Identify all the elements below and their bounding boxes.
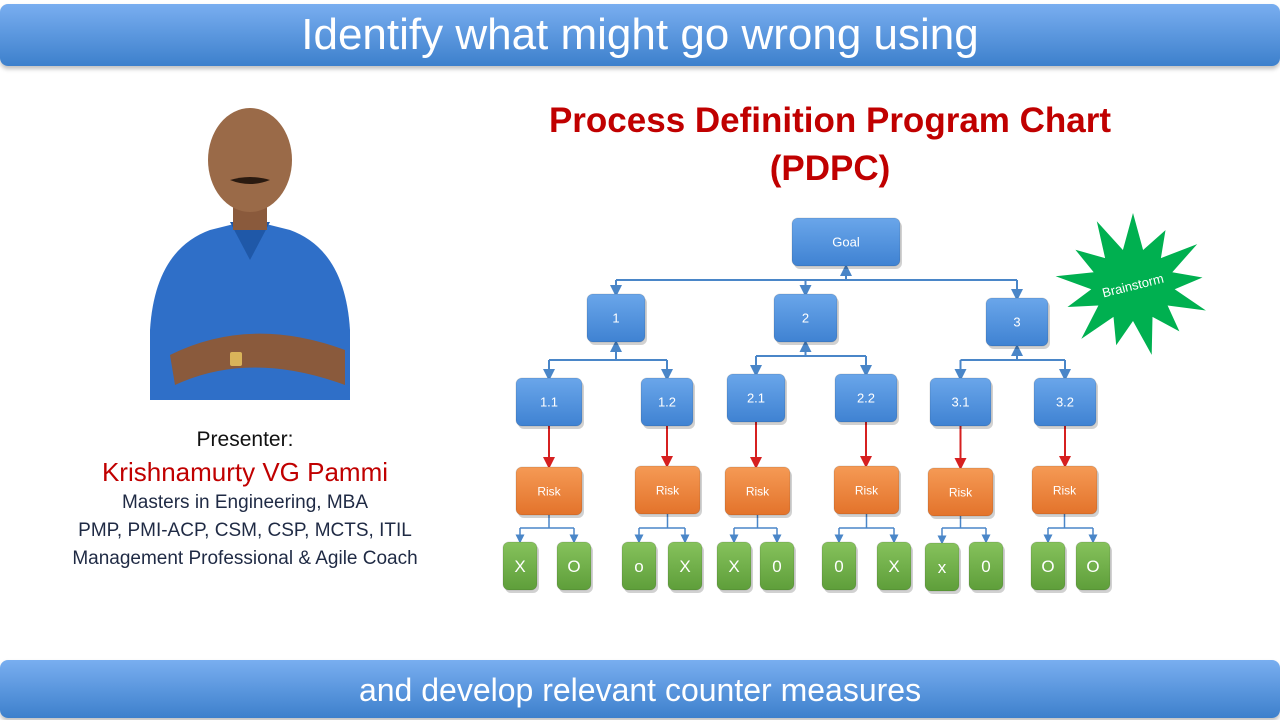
presenter-certifications: PMP, PMI-ACP, CSM, CSP, MCTS, ITIL (78, 520, 412, 541)
risk-node-5: Risk (1031, 465, 1099, 517)
risk-node-2: Risk (724, 466, 792, 518)
watch-icon (230, 352, 242, 366)
level1-node-1: 1 (586, 293, 647, 345)
outcome-node-3-0-label: 0 (834, 557, 843, 576)
goal-node: Goal (791, 217, 902, 269)
collar (230, 222, 270, 260)
level2-node-5: 3.2 (1033, 377, 1098, 429)
level1-node-1-label: 1 (612, 311, 619, 326)
outcome-node-2-0: X (716, 541, 753, 593)
outcome-node-5-1: O (1075, 541, 1112, 593)
level2-node-3: 2.2 (834, 373, 899, 425)
outcome-node-0-1: O (556, 541, 593, 593)
outcome-node-4-0-label: x (938, 558, 947, 577)
outcome-node-1-1: X (667, 541, 704, 593)
level2-node-3-label: 2.2 (857, 391, 875, 406)
outcome-node-1-0-label: o (634, 557, 643, 576)
level2-node-0-label: 1.1 (540, 395, 558, 410)
level2-node-1: 1.2 (640, 377, 695, 429)
brainstorm-starburst: Brainstorm (1055, 213, 1206, 355)
outcome-node-1-1-label: X (679, 557, 690, 576)
outcome-node-2-1-label: 0 (772, 557, 781, 576)
level2-node-1-label: 1.2 (658, 395, 676, 410)
risk-node-4-label: Risk (949, 485, 973, 499)
risk-node-0-label: Risk (537, 484, 561, 498)
risk-node-1: Risk (634, 465, 702, 517)
level2-node-5-label: 3.2 (1056, 395, 1074, 410)
outcome-node-3-1: X (876, 541, 913, 593)
face (208, 108, 292, 212)
risk-node-3: Risk (833, 465, 901, 517)
level1-node-3: 3 (985, 297, 1050, 349)
outcome-node-4-0: x (924, 542, 961, 594)
chart-title-line2: (PDPC) (769, 149, 891, 188)
presenter-info: Presenter: Krishnamurty VG Pammi Masters… (30, 425, 460, 573)
outcome-node-3-1-label: X (888, 557, 899, 576)
presenter-role: Management Professional & Agile Coach (72, 548, 418, 569)
level2-node-0: 1.1 (515, 377, 584, 429)
presenter-name: Krishnamurty VG Pammi (101, 457, 389, 487)
level1-node-2-label: 2 (802, 311, 809, 326)
level2-node-2: 2.1 (726, 373, 787, 425)
crossed-arms (170, 333, 345, 385)
outcome-node-3-0: 0 (821, 541, 858, 593)
risk-node-5-label: Risk (1053, 483, 1077, 497)
moustache (230, 177, 270, 184)
chart-title: Process Definition Program Chart (PDPC) (500, 97, 1160, 193)
level2-node-2-label: 2.1 (747, 391, 765, 406)
outcome-node-5-0-label: O (1041, 557, 1054, 576)
outcome-node-0-0-label: X (514, 557, 525, 576)
outcome-node-0-1-label: O (567, 557, 580, 576)
presenter-label: Presenter: (196, 428, 294, 451)
risk-node-0: Risk (515, 466, 584, 518)
header-banner: Identify what might go wrong using (0, 4, 1280, 66)
level1-node-2: 2 (773, 293, 839, 345)
outcome-node-5-1-label: O (1086, 557, 1099, 576)
outcome-node-0-0: X (502, 541, 539, 593)
risk-node-1-label: Risk (656, 483, 680, 497)
risk-node-3-label: Risk (855, 483, 879, 497)
presenter-photo (150, 108, 350, 400)
outcome-node-5-0: O (1030, 541, 1067, 593)
footer-banner: and develop relevant counter measures (0, 660, 1280, 718)
chart-title-line1: Process Definition Program Chart (548, 101, 1112, 140)
level1-node-3-label: 3 (1013, 315, 1020, 330)
outcome-node-4-1-label: 0 (981, 557, 990, 576)
level2-node-4: 3.1 (929, 377, 993, 429)
presenter-degree: Masters in Engineering, MBA (121, 492, 369, 513)
outcome-node-2-0-label: X (728, 557, 739, 576)
risk-node-4: Risk (927, 467, 995, 519)
level2-node-4-label: 3.1 (951, 395, 969, 410)
risk-node-2-label: Risk (746, 484, 770, 498)
outcome-node-4-1: 0 (968, 541, 1005, 593)
outcome-node-1-0: o (621, 541, 658, 593)
outcome-node-2-1: 0 (759, 541, 796, 593)
goal-node-label: Goal (832, 235, 860, 250)
